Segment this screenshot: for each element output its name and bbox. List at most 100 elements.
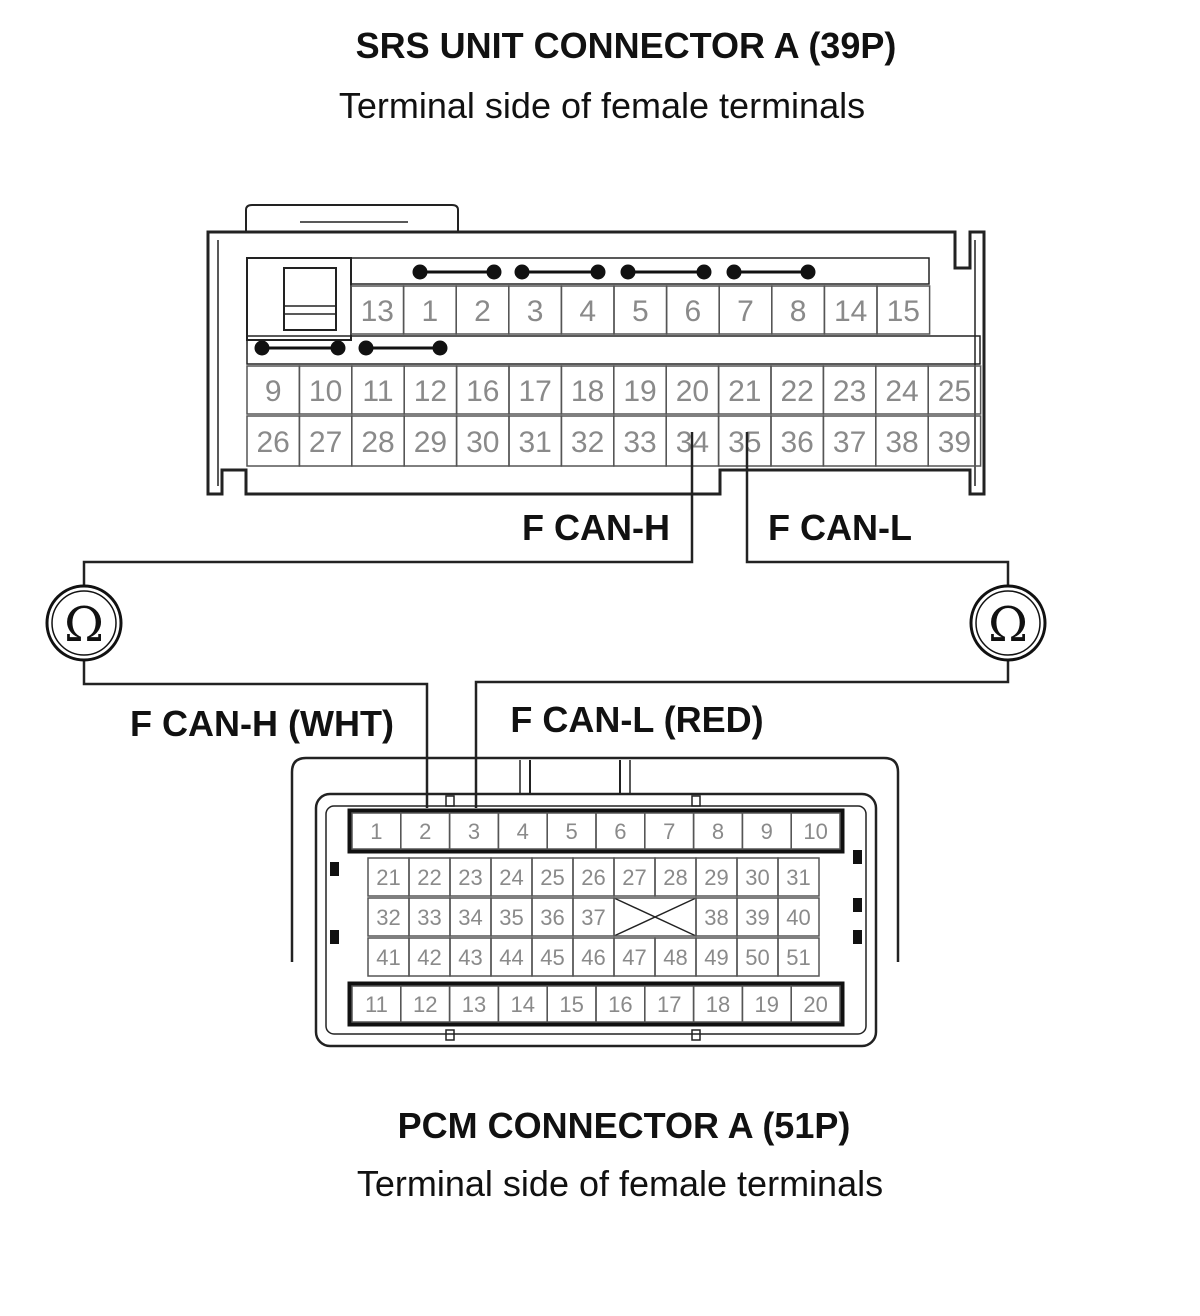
srs-terminal-number: 18: [571, 375, 604, 408]
pcm-terminal-3: 3: [448, 812, 500, 850]
srs-terminal-number: 24: [885, 375, 918, 408]
ohmmeter-left-icon: Ω: [45, 584, 123, 662]
pcm-terminal-44: 44: [490, 937, 533, 977]
pcm-terminal-number: 28: [663, 865, 687, 890]
srs-terminal-number: 26: [257, 426, 290, 459]
pcm-terminal-25: 25: [531, 857, 574, 897]
pcm-terminal-number: 19: [755, 992, 779, 1017]
pcm-terminal-40: 40: [777, 897, 820, 937]
ohm-symbol: Ω: [64, 597, 104, 653]
srs-terminal-2: 2: [455, 285, 510, 335]
srs-terminal-18: 18: [560, 365, 615, 415]
pcm-terminal-number: 14: [511, 992, 535, 1017]
ohmmeter-right-icon: Ω: [969, 584, 1047, 662]
srs-terminal-number: 8: [790, 295, 807, 328]
srs-terminal-5: 5: [613, 285, 668, 335]
pcm-terminal-20: 20: [790, 985, 841, 1023]
srs-terminal-13: 13: [350, 285, 405, 335]
srs-terminal-number: 15: [887, 295, 920, 328]
pcm-terminal-48: 48: [654, 937, 697, 977]
srs-terminal-6: 6: [665, 285, 720, 335]
pcm-terminal-number: 17: [657, 992, 681, 1017]
pcm-terminal-42: 42: [408, 937, 451, 977]
pcm-terminal-number: 42: [417, 945, 441, 970]
pcm-terminal-33: 33: [408, 897, 451, 937]
pcm-terminal-13: 13: [448, 985, 500, 1023]
pcm-terminal-number: 15: [559, 992, 583, 1017]
pcm-terminal-number: 36: [540, 905, 564, 930]
pcm-terminal-number: 49: [704, 945, 728, 970]
pcm-terminal-4: 4: [497, 812, 548, 850]
srs-terminal-number: 3: [527, 295, 544, 328]
srs-terminal-35: 35: [717, 415, 772, 467]
pcm-terminal-number: 45: [540, 945, 564, 970]
pcm-terminal-number: 2: [419, 819, 431, 844]
pcm-terminal-number: 48: [663, 945, 687, 970]
srs-terminal-12: 12: [403, 365, 458, 415]
srs-can-l-label: F CAN-L: [768, 507, 912, 548]
pcm-terminal-number: 51: [786, 945, 810, 970]
pcm-terminal-1: 1: [351, 812, 402, 850]
srs-terminal-15: 15: [876, 285, 931, 335]
srs-terminal-number: 17: [519, 375, 552, 408]
pcm-terminal-number: 11: [365, 992, 388, 1017]
srs-terminal-8: 8: [771, 285, 826, 335]
pcm-terminal-number: 4: [517, 819, 529, 844]
srs-terminal-26: 26: [246, 415, 301, 467]
srs-terminal-number: 30: [466, 426, 499, 459]
srs-terminal-number: 31: [519, 426, 552, 459]
pcm-terminal-34: 34: [449, 897, 492, 937]
srs-terminal-number: 20: [676, 375, 709, 408]
pcm-terminal-number: 30: [745, 865, 769, 890]
srs-terminal-20: 20: [665, 365, 720, 415]
srs-terminal-number: 9: [265, 375, 282, 408]
pcm-terminal-number: 20: [803, 992, 827, 1017]
pcm-terminal-39: 39: [736, 897, 779, 937]
srs-terminal-number: 13: [361, 295, 394, 328]
srs-terminal-36: 36: [770, 415, 825, 467]
pcm-terminal-10: 10: [790, 812, 841, 850]
pcm-terminal-number: 34: [458, 905, 482, 930]
pcm-terminal-number: 5: [565, 819, 577, 844]
pcm-terminal-27: 27: [613, 857, 656, 897]
pcm-terminal-50: 50: [736, 937, 779, 977]
pcm-terminal-number: 47: [622, 945, 646, 970]
pcm-terminal-24: 24: [490, 857, 533, 897]
pcm-terminal-number: 40: [786, 905, 810, 930]
pcm-terminal-number: 25: [540, 865, 564, 890]
pcm-terminal-32: 32: [367, 897, 410, 937]
pcm-terminal-number: 37: [581, 905, 605, 930]
srs-terminal-number: 36: [781, 426, 814, 459]
pcm-terminal-number: 9: [761, 819, 773, 844]
pcm-terminal-number: 3: [468, 819, 480, 844]
pcm-terminal-18: 18: [692, 985, 744, 1023]
pcm-terminal-number: 22: [417, 865, 441, 890]
srs-terminal-27: 27: [298, 415, 353, 467]
srs-terminal-number: 27: [309, 426, 342, 459]
pcm-terminal-43: 43: [449, 937, 492, 977]
pcm-terminal-number: 44: [499, 945, 523, 970]
pcm-terminal-5: 5: [546, 812, 597, 850]
pcm-terminal-19: 19: [741, 985, 792, 1023]
pcm-terminal-number: 27: [622, 865, 646, 890]
srs-can-h-label: F CAN-H: [522, 507, 670, 548]
srs-terminal-24: 24: [875, 365, 929, 415]
srs-terminal-number: 29: [414, 426, 447, 459]
pcm-terminal-number: 13: [462, 992, 486, 1017]
srs-terminal-16: 16: [455, 365, 510, 415]
srs-terminal-number: 33: [623, 426, 656, 459]
srs-terminal-number: 28: [361, 426, 394, 459]
srs-terminal-25: 25: [927, 365, 982, 415]
pcm-terminal-6: 6: [595, 812, 646, 850]
pcm-terminal-51: 51: [777, 937, 820, 977]
srs-terminal-number: 37: [833, 426, 866, 459]
srs-terminal-number: 16: [466, 375, 499, 408]
pcm-terminal-41: 41: [367, 937, 410, 977]
pcm-terminal-9: 9: [741, 812, 792, 850]
srs-terminal-3: 3: [508, 285, 563, 335]
srs-terminal-number: 22: [781, 375, 814, 408]
pcm-connector-title: PCM CONNECTOR A (51P): [398, 1105, 851, 1146]
srs-terminal-number: 32: [571, 426, 604, 459]
wiring: [82, 432, 1010, 808]
pcm-terminal-number: 33: [417, 905, 441, 930]
